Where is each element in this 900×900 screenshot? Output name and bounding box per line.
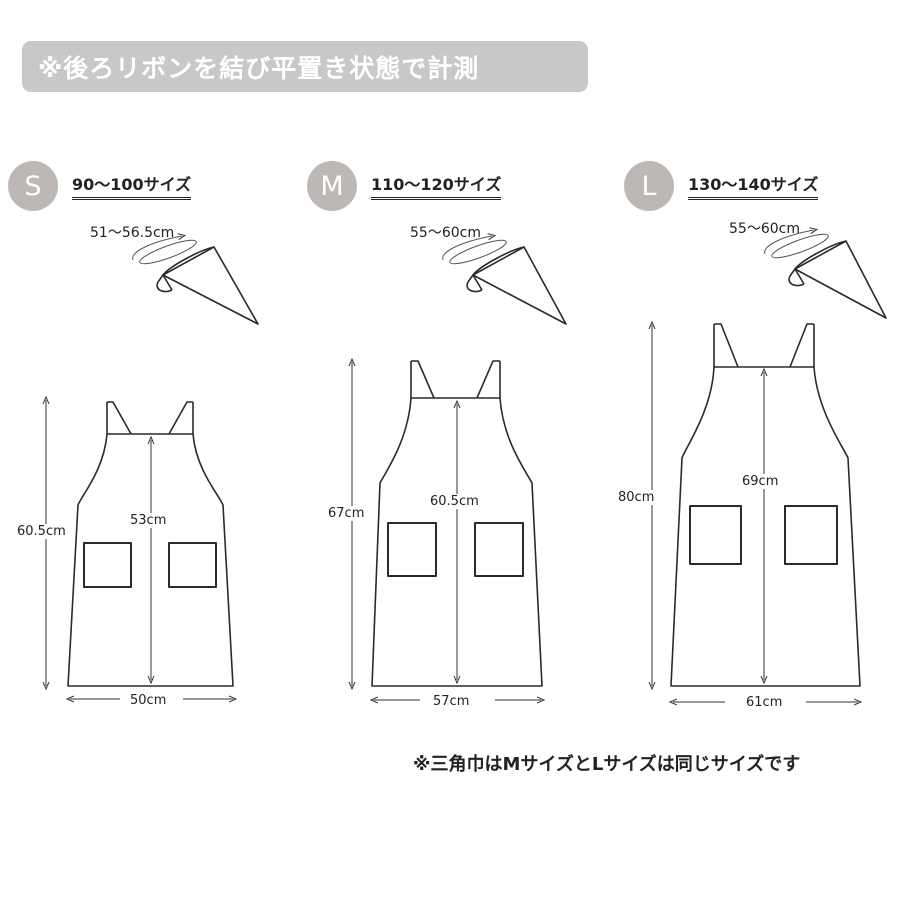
size-range-s: 90〜100サイズ [72,176,192,200]
size-badge-l: L [624,161,674,211]
width-m: 57cm [433,694,470,709]
triangle-hat-s-icon [139,239,259,325]
inner-length-l: 69cm [742,474,779,489]
size-header-m: M 110〜120サイズ [307,161,502,211]
inner-length-s: 53cm [130,513,167,528]
apron-l-icon [670,323,861,687]
apron-s-icon [67,401,234,687]
width-l: 61cm [746,695,783,710]
size-badge-m: M [307,161,357,211]
total-length-s: 60.5cm [17,524,66,539]
size-badge-s: S [8,161,58,211]
inner-length-m: 60.5cm [430,494,479,509]
triangle-hat-m-icon [449,239,567,325]
size-range-l: 130〜140サイズ [688,176,819,200]
total-length-m: 67cm [328,506,365,521]
hat-size-s: 51〜56.5cm [90,225,175,241]
apron-m-icon [371,360,543,687]
hat-size-m: 55〜60cm [410,225,481,241]
banner-text: ※後ろリボンを結び平置き状態で計測 [38,53,480,83]
measurement-note-banner: ※後ろリボンを結び平置き状態で計測 [22,41,588,92]
size-header-s: S 90〜100サイズ [8,161,192,211]
size-header-l: L 130〜140サイズ [624,161,819,211]
width-s: 50cm [130,693,167,708]
size-range-m: 110〜120サイズ [371,176,502,200]
hat-size-l: 55〜60cm [729,221,800,237]
total-length-l: 80cm [618,490,655,505]
hat-size-note: ※三角巾はMサイズとLサイズは同じサイズです [413,754,801,775]
triangle-hat-l-icon [771,233,887,319]
